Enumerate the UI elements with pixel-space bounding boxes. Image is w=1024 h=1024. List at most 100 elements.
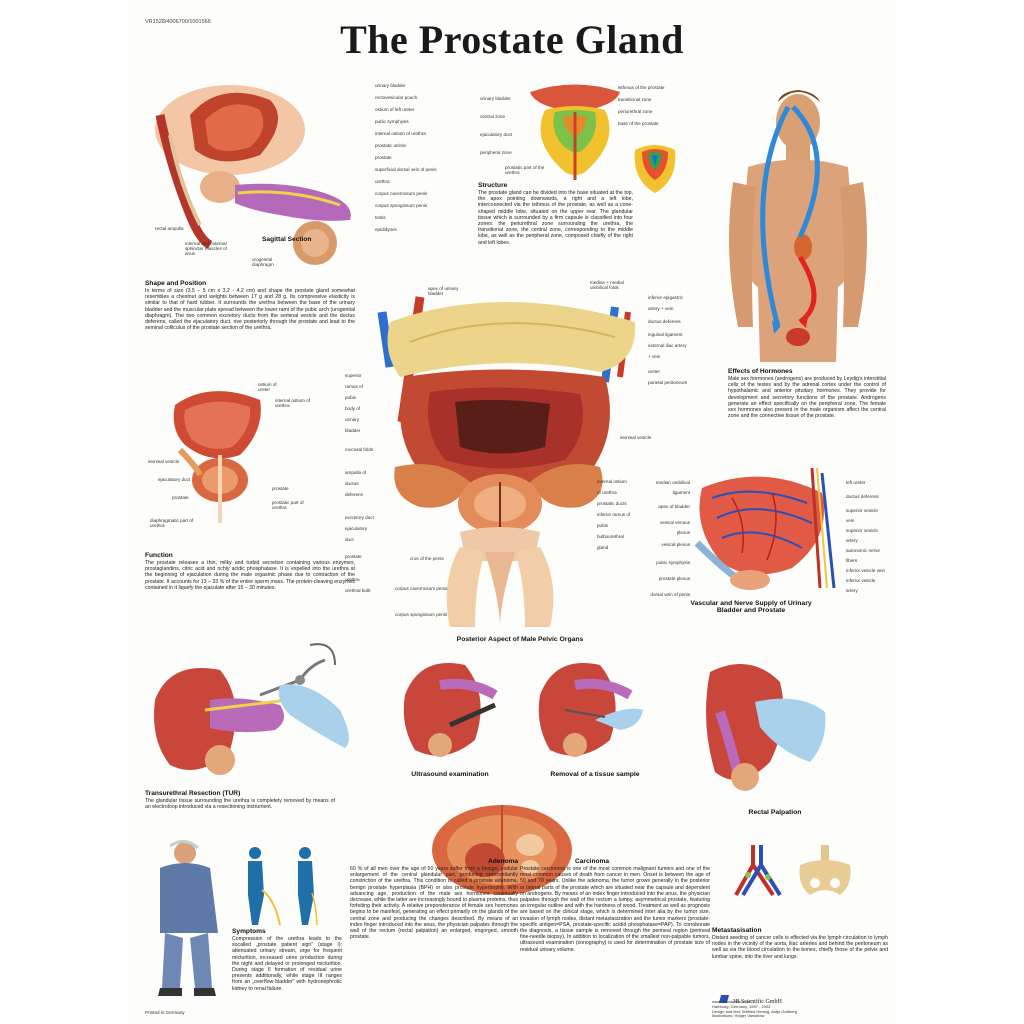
catalog-code: VR1528/4006700/1001566: [145, 19, 211, 25]
label-inferior-vesicle-vein: inferior vesicle vein: [846, 568, 886, 573]
label-prostate: prostate: [375, 155, 392, 160]
ultrasound-caption: Ultrasound examination: [411, 771, 489, 778]
label-pubic-symphysis-vasc: pubic symphysis: [656, 560, 690, 565]
label-corpus-cavernosum: corpus cavernosum penis: [375, 191, 428, 196]
label-inguinal-ligament: inguinal ligament: [648, 332, 683, 337]
label-internal-ostium: internal ostium of urethra: [375, 131, 426, 136]
function-text: The prostate releases a thin, milky and …: [145, 560, 355, 591]
adenoma-text: 60 % of all men over the age of 50 years…: [350, 866, 518, 941]
tur-illustration: [154, 643, 349, 775]
label-epididymis: epididymis: [375, 227, 397, 232]
label-inferior-vesicle-artery: inferior vesicle artery: [846, 578, 876, 593]
label-umbilical-ligament: median umbilical ligament: [655, 480, 690, 495]
label-urethral-bulb: urethral bulb: [345, 588, 371, 593]
vascular-labels-left: median umbilical ligament apex of bladde…: [650, 478, 690, 600]
label-mucosal-folds: mucosal folds: [345, 447, 374, 452]
publisher-logo: 3B Scientific GmbH: [718, 990, 782, 1008]
label-umbilical-folds: median + medial umbilical folds: [590, 280, 624, 290]
label-ejaculatory-duct-post: ejaculatory duct: [345, 526, 368, 542]
label-seminal-vesicle: seminal vesicle: [148, 459, 180, 464]
label-peripheral-zone: peripheral zone: [480, 150, 512, 155]
label-transitional-zone: transitional zone: [618, 97, 652, 102]
metastasis-text: Distant seeding of cancer cells is effec…: [712, 935, 888, 960]
publisher-design-credit: Design and text: Wilfried Hennig, Antje …: [712, 1008, 797, 1014]
label-superior-vesicle-artery: superior vesicle artery: [846, 528, 878, 543]
carcinoma-text: Prostate carcinoma is one of the most co…: [520, 866, 710, 953]
posterior-labels-right-lower: internal ostium of urethra prostatic duc…: [597, 476, 631, 553]
label-corpus-cavernosum-post: corpus cavernosum penis: [395, 586, 448, 591]
function-illustration: [173, 391, 261, 523]
publisher-name: 3B Scientific GmbH: [732, 999, 782, 1005]
vascular-labels-right: left ureter ductus deferens superior ves…: [846, 478, 886, 596]
label-prostatic-part-urethra: prostatic part of the urethra: [505, 165, 545, 175]
metastasis-heading: Metastasisation: [712, 927, 762, 934]
structure-labels-left: urinary bladder central zone ejaculatory…: [480, 90, 512, 162]
label-prostate-post: prostate: [345, 554, 362, 559]
removal-caption: Removal of a tissue sample: [550, 771, 640, 778]
label-urethra: urethra: [375, 179, 390, 184]
label-internal-ostium-urethra: internal ostium of urethra: [275, 398, 310, 408]
label-external-iliac: external iliac artery + vein: [648, 343, 687, 359]
carcinoma-heading: Carcinoma: [575, 858, 610, 865]
structure-zone-model: [634, 145, 676, 193]
label-internal-ostium-post: internal ostium of urethra: [597, 479, 627, 495]
adenoma-carcinoma-illustration: [432, 805, 572, 895]
label-apex-bladder: apex of urinary bladder: [428, 286, 459, 296]
label-left-ureter: left ureter: [846, 480, 866, 485]
label-prostatic-utricle: prostatic utricle: [375, 143, 406, 148]
label-urinary-bladder: urinary bladder: [375, 83, 406, 88]
tur-text: The glandular tissue surrounding the ure…: [145, 798, 335, 811]
label-diaphragmatic-part: diaphragmatic part of urethra: [150, 518, 194, 528]
label-epigastric: inferior epigastric artery + vein: [648, 295, 683, 311]
label-rectal-ampulla: rectal ampulla: [155, 226, 184, 231]
label-dorsal-vein-vasc: dorsal vein of penis: [650, 592, 690, 597]
structure-text: The prostate gland can be divided into t…: [478, 190, 633, 246]
label-prostatic-part-fn: prostatic part of urethra: [272, 500, 304, 510]
publisher-illustration-credit: Illustrations: Holger Vanselow: [712, 1013, 765, 1019]
label-prostate-plexus: prostate plexus: [658, 576, 690, 581]
label-ampulla-ductus: ampulla of ductus deferens: [345, 470, 367, 497]
label-prostate-fn-right: prostate: [272, 486, 289, 491]
sagittal-caption: Sagittal Section: [262, 236, 312, 243]
page-title: The Prostate Gland: [340, 17, 684, 62]
label-ejaculatory-duct: ejaculatory duct: [480, 132, 513, 137]
label-pubic-symphysis: pubic symphysis: [375, 119, 409, 124]
label-vesical-plexus: vesical plexus: [661, 542, 690, 547]
label-periurethral-zone: periurethral zone: [618, 109, 653, 114]
hormones-figure-illustration: [729, 90, 867, 362]
structure-illustration: [530, 84, 620, 180]
label-central-zone: central zone: [480, 114, 506, 119]
label-ejaculatory-duct-fn: ejaculatory duct: [158, 477, 191, 482]
label-crus-penis: crus of the penis: [410, 556, 444, 561]
publisher-details: www.3bscientific.com Hamburg, Germany, 1…: [712, 999, 797, 1019]
label-body-bladder: body of urinary bladder: [345, 406, 361, 433]
label-bulbourethral: bulbourethral gland: [597, 534, 624, 550]
label-corpus-spongiosum: corpus spongiosum penis: [375, 203, 428, 208]
label-ureter-post: ureter: [648, 369, 661, 374]
label-ostium-ureter: ostium of ureter: [258, 382, 277, 392]
shape-heading: Shape and Position: [145, 280, 207, 287]
label-prostate-fn-left: prostate: [172, 495, 189, 500]
label-autonomic-nerves: autonomic nerve fibers: [846, 548, 880, 563]
symptoms-man-illustration: [158, 840, 218, 996]
label-prostatic-ducts: prostatic ducts: [597, 501, 627, 506]
label-corpus-spongiosum-post: corpus spongiosum penis: [395, 612, 448, 617]
sagittal-labels-right: urinary bladder rectovesicular pouch ost…: [375, 80, 437, 236]
label-parietal-peritoneum: parietal peritoneum: [648, 380, 688, 385]
label-apex-of-bladder: apex of bladder: [658, 504, 690, 509]
label-ostium-left-ureter: ostium of left ureter: [375, 107, 415, 112]
label-rectovesicular-pouch: rectovesicular pouch: [375, 95, 418, 100]
adenoma-heading: Adenoma: [488, 858, 519, 865]
label-inferior-ramus: inferior ramus of pubis: [597, 512, 631, 528]
label-urogenital-diaphragm: urogenital diaphragm: [252, 257, 274, 267]
metastasis-pelvis-illustration: [799, 845, 851, 895]
sagittal-section-illustration: [155, 85, 351, 265]
vascular-illustration: [694, 467, 836, 590]
label-structure-bladder: urinary bladder: [480, 96, 511, 101]
label-ductus-deferens-vasc: ductus deferens: [846, 494, 879, 499]
function-heading: Function: [145, 552, 173, 559]
printed-in-label: Printed in Germany: [145, 1010, 185, 1015]
rectal-caption: Rectal Palpation: [748, 809, 802, 816]
metastasis-vessels-illustration: [734, 845, 782, 897]
tur-heading: Transurethral Resection (TUR): [145, 790, 241, 797]
